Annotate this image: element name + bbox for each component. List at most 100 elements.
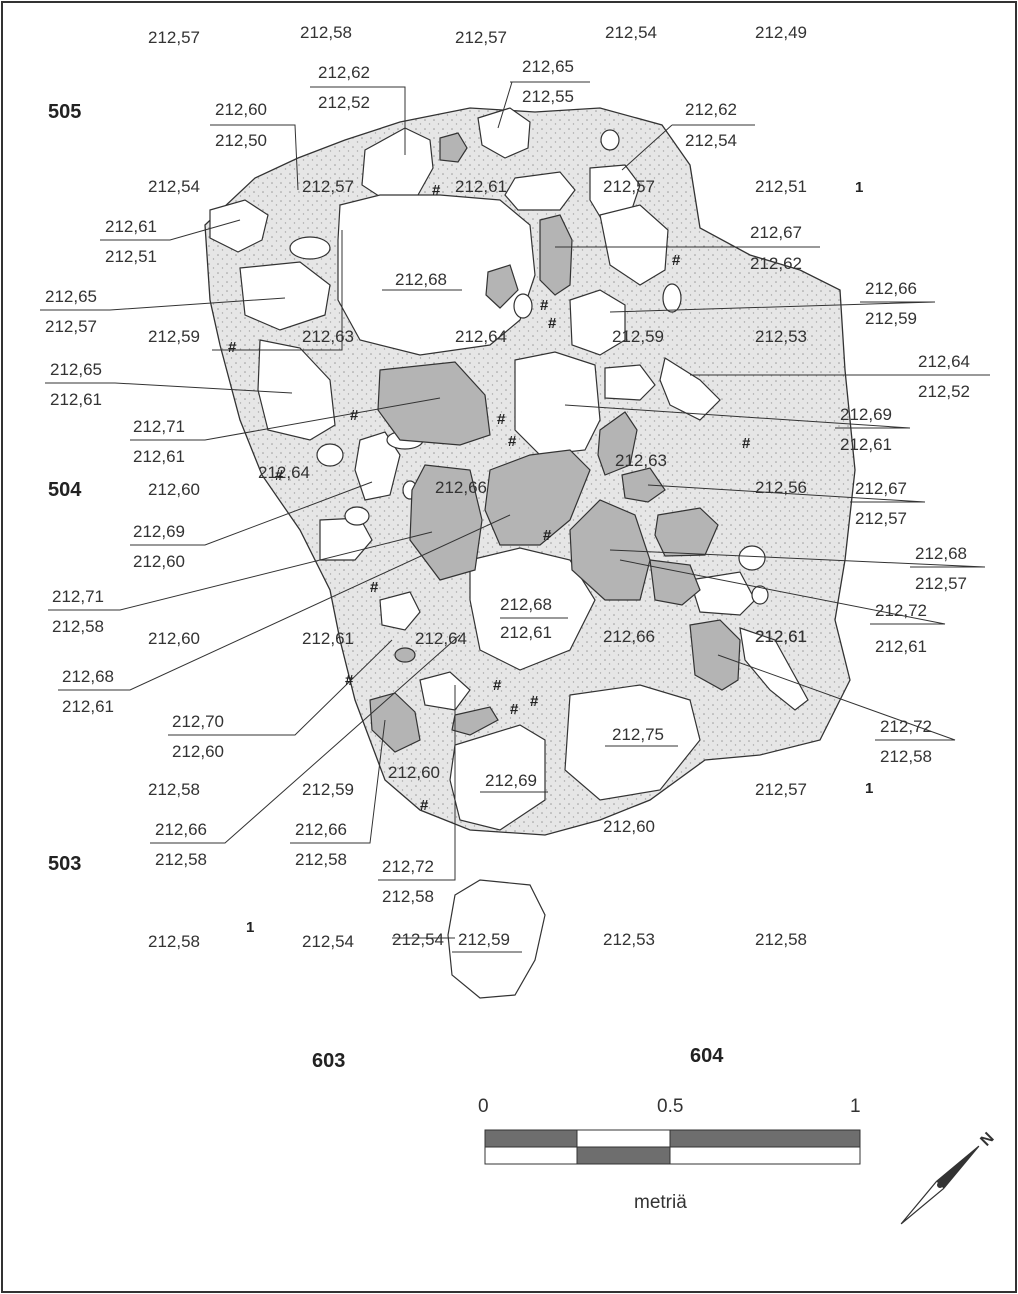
elevation: 212,75: [612, 725, 664, 744]
elevation: 212,61: [500, 623, 552, 642]
leader-top: 212,65: [50, 360, 102, 379]
elevation: 212,60: [388, 763, 440, 782]
elevation: 212,53: [603, 930, 655, 949]
leader-bottom: 212,52: [318, 93, 370, 112]
hash-symbol: #: [497, 411, 506, 428]
elevation: 212,60: [148, 480, 200, 499]
elevation: 212,53: [755, 327, 807, 346]
stone: [514, 351, 601, 456]
leader-bottom: 212,58: [52, 617, 104, 636]
leader-top: 212,65: [45, 287, 97, 306]
burnt-stone: [377, 361, 491, 446]
square-label: 603: [312, 1050, 345, 1072]
elevation: 212,59: [612, 327, 664, 346]
burnt-stone: [597, 411, 638, 476]
hash-symbol: #: [508, 433, 517, 450]
elevation: 212,66: [435, 478, 487, 497]
leader-lines: [40, 81, 990, 953]
stone: [751, 585, 769, 605]
scale-segment: [576, 1146, 671, 1165]
elevation: 212,57: [302, 177, 354, 196]
stone: [662, 283, 682, 313]
elevation: 212,61: [755, 627, 807, 646]
leader-labels: 212,62 212,52 212,65 212,55 212,60 212,5…: [45, 57, 970, 906]
stone: [738, 545, 766, 571]
scale-tick-label: 0.5: [657, 1096, 683, 1117]
leader-bottom: 212,55: [522, 87, 574, 106]
scale-segment: [669, 1129, 861, 1148]
burnt-stones: [369, 132, 741, 753]
leader-top: 212,65: [522, 57, 574, 76]
hash-symbol: #: [420, 797, 429, 814]
stone: [257, 339, 336, 441]
elevation: 212,66: [603, 627, 655, 646]
leader-top: 212,67: [750, 223, 802, 242]
leader-top: 212,62: [318, 63, 370, 82]
leader-bottom: 212,61: [840, 435, 892, 454]
stone: [477, 107, 531, 159]
elevation: 212,59: [302, 780, 354, 799]
leader-top: 212,71: [133, 417, 185, 436]
stone: [449, 724, 546, 831]
inner-elevations: 212,57 212,61 212,57 212,68 212,63 212,6…: [258, 177, 807, 949]
leader-top: 212,61: [105, 217, 157, 236]
marker-1: 1: [855, 179, 863, 196]
grid-elevations: 212,57 212,58 212,57 212,54 212,49 212,5…: [148, 23, 807, 951]
stone: [599, 204, 669, 286]
leader-bottom: 212,58: [295, 850, 347, 869]
leader-bottom: 212,60: [133, 552, 185, 571]
burnt-stone: [621, 467, 666, 503]
stone: [469, 547, 596, 671]
burnt-stone: [439, 132, 468, 163]
elevation: 212,64: [415, 629, 467, 648]
hash-symbol: #: [493, 677, 502, 694]
hash-symbol: #: [350, 407, 359, 424]
elevation: 212,54: [148, 177, 200, 196]
leader-top: 212,60: [215, 100, 267, 119]
elevation: 212,56: [755, 478, 807, 497]
elevation: 212,58: [148, 780, 200, 799]
leader-bottom: 212,54: [685, 131, 737, 150]
elevation: 212,49: [755, 23, 807, 42]
square-label: 503: [48, 853, 81, 875]
scale-tick-label: 0: [478, 1096, 489, 1117]
leader-top: 212,71: [52, 587, 104, 606]
scale-tick-label: 1: [850, 1096, 861, 1117]
elevation: 212,64: [455, 327, 507, 346]
leader-top: 212,66: [295, 820, 347, 839]
leader-top: 212,64: [918, 352, 970, 371]
hash-symbol: #: [370, 579, 379, 596]
burnt-stone: [649, 559, 701, 606]
elevation: 212,59: [458, 930, 510, 949]
burnt-stone: [451, 706, 499, 736]
leader-bottom: 212,58: [880, 747, 932, 766]
hash-symbol: #: [345, 672, 354, 689]
leader-top: 212,70: [172, 712, 224, 731]
leader-top: 212,69: [840, 405, 892, 424]
stone: [739, 627, 809, 711]
hash-symbols: # # # # # # # # # # # # # # # # #: [228, 182, 751, 814]
white-stones: [209, 107, 809, 999]
leader-bottom: 212,57: [855, 509, 907, 528]
stone: [419, 671, 471, 711]
stone: [361, 127, 434, 201]
elevation: 212,60: [603, 817, 655, 836]
stone: [447, 879, 546, 999]
scale-segment: [576, 1129, 671, 1148]
elevation: 212,64: [258, 463, 310, 482]
burnt-stone: [485, 264, 519, 309]
marker-1: 1: [246, 919, 254, 936]
hash-symbol: #: [432, 182, 441, 199]
stone: [504, 171, 576, 211]
elevation: 212,61: [455, 177, 507, 196]
stone: [569, 289, 626, 356]
stone: [659, 357, 721, 421]
hash-symbol: #: [540, 297, 549, 314]
north-arrow-pivot: [937, 1182, 943, 1188]
elevation: 212,57: [148, 28, 200, 47]
leader-bottom: 212,61: [875, 637, 927, 656]
square-label: 505: [48, 101, 81, 123]
elevation: 212,69: [485, 771, 537, 790]
stone: [604, 364, 656, 401]
